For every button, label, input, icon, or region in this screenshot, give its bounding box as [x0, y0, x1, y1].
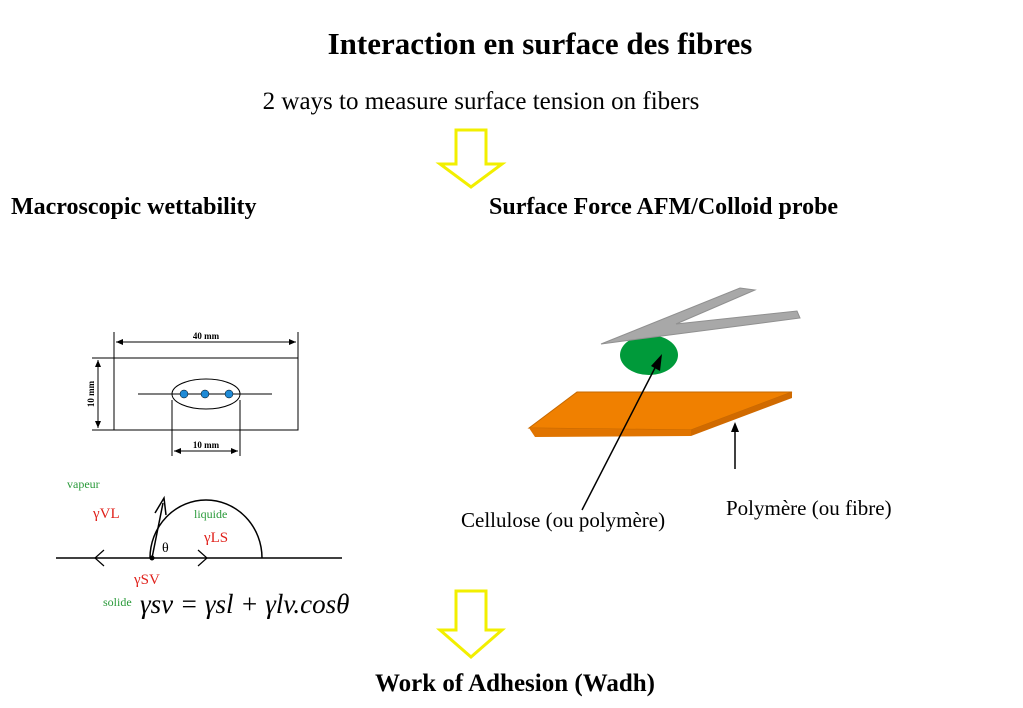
gamma-sv-label: γSV [133, 572, 160, 588]
afm-probe-diagram [527, 287, 801, 511]
young-equation: γsv = γsl + γlv.cosθ [140, 589, 349, 619]
contact-angle-diagram: vapeur γVL liquide γLS γSV solide θ γsv … [56, 477, 349, 619]
inner-width-dimension-label: 10 mm [193, 440, 220, 450]
width-dimension-label: 40 mm [193, 331, 220, 341]
gamma-vl-label: γVL [92, 506, 120, 522]
solid-label: solide [103, 595, 132, 609]
work-of-adhesion-label: Work of Adhesion (Wadh) [375, 670, 655, 697]
drop-dot-2 [200, 389, 210, 399]
gamma-ls-label: γLS [203, 530, 228, 546]
chevron-right-icon [197, 549, 208, 567]
theta-label: θ [162, 541, 169, 556]
height-dimension-label: 10 mm [86, 380, 96, 407]
page-subtitle: 2 ways to measure surface tension on fib… [262, 88, 700, 115]
polymer-label: Polymère (ou fibre) [726, 496, 892, 520]
page-title: Interaction en surface des fibres [327, 26, 753, 61]
surface-force-heading: Surface Force AFM/Colloid probe [489, 194, 839, 220]
vapour-label: vapeur [67, 477, 100, 491]
drop-dot-3 [224, 389, 234, 399]
tangent-arrowhead-icon [154, 495, 167, 516]
chevron-left-icon [94, 549, 105, 567]
macroscopic-wettability-heading: Macroscopic wettability [11, 194, 257, 220]
cantilever [600, 287, 801, 345]
droplet-outline [149, 499, 263, 559]
down-arrow-bottom-icon [435, 589, 507, 659]
polymer-pointer-arrowhead-icon [731, 422, 739, 432]
cellulose-pointer-arrowhead-icon [651, 354, 662, 371]
colloid-probe-sphere [620, 335, 678, 375]
sample-dimension-diagram: 40 mm 10 mm 10 mm [86, 331, 299, 456]
down-arrow-top-icon [435, 128, 507, 189]
liquid-label: liquide [194, 507, 227, 521]
drop-dot-1 [179, 389, 189, 399]
cellulose-label: Cellulose (ou polymère) [461, 508, 666, 532]
